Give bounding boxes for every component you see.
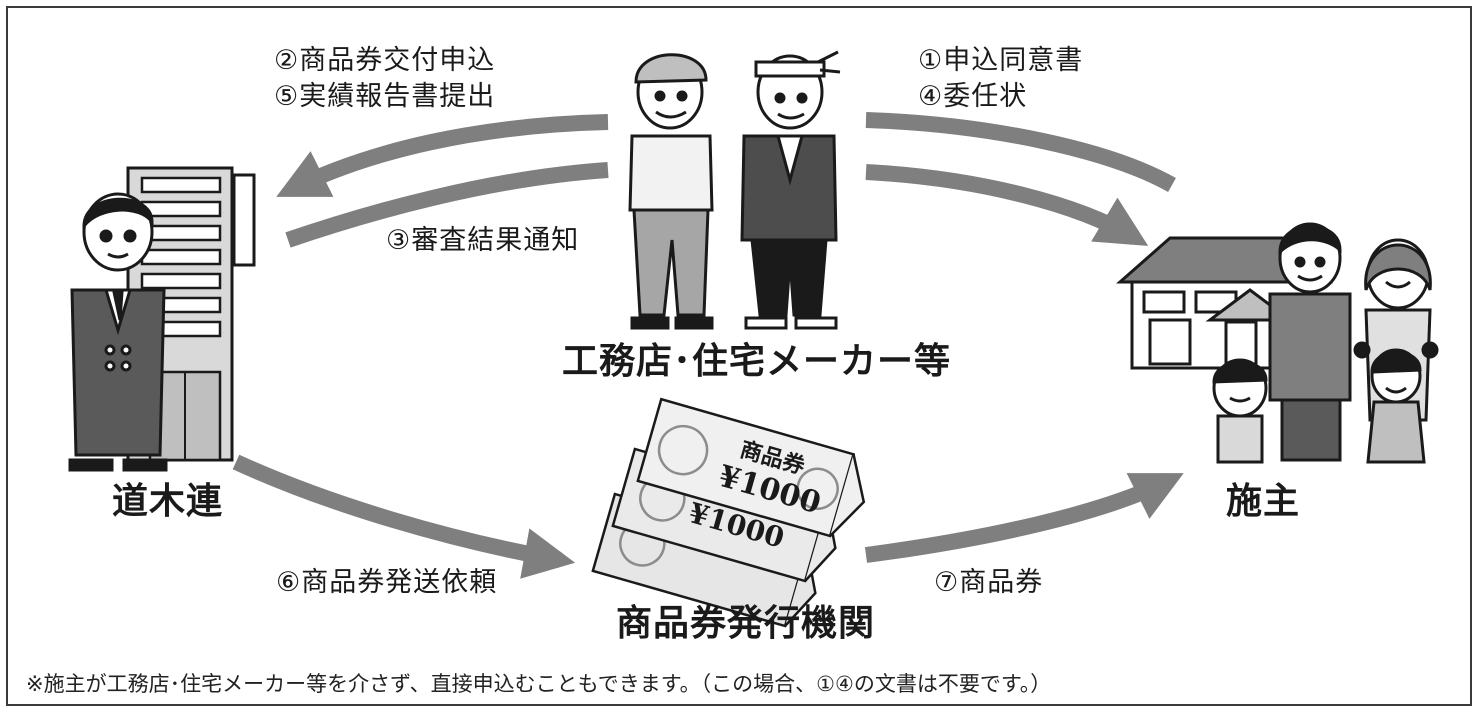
entity-owner: 施主 bbox=[1226, 481, 1301, 522]
arrow-to-owner bbox=[865, 164, 1149, 246]
workers-illustration bbox=[628, 50, 841, 330]
label-step2-voucher-application: ②商品券交付申込 bbox=[274, 45, 496, 76]
family-illustration bbox=[1212, 222, 1439, 464]
label-step7-voucher: ⑦商品券 bbox=[934, 567, 1044, 598]
label-step4-power-of-attorney: ④委任状 bbox=[918, 81, 1028, 112]
entity-association: 道木連 bbox=[112, 481, 224, 522]
label-step1-consent-form: ①申込同意書 bbox=[918, 45, 1084, 76]
label-step3-review-result: ③審査結果通知 bbox=[386, 225, 580, 256]
arrow-step2-5 bbox=[276, 114, 609, 198]
arrow-step7 bbox=[864, 472, 1184, 563]
arrow-step3 bbox=[285, 162, 609, 248]
entity-builders: 工務店･住宅メーカー等 bbox=[562, 341, 952, 382]
arrow-step6 bbox=[232, 454, 576, 579]
businessman-illustration bbox=[68, 192, 168, 472]
arrow-step1-4 bbox=[865, 112, 1176, 192]
label-step6-shipping-request: ⑥商品券発送依頼 bbox=[276, 567, 498, 598]
label-step5-report-submission: ⑤実績報告書提出 bbox=[274, 81, 496, 112]
voucher-stack-illustration: ¥1000 商品券 ¥1000 bbox=[591, 397, 866, 628]
footnote: ※施主が工務店･住宅メーカー等を介さず、直接申込むこともできます。（この場合、①… bbox=[26, 672, 1052, 696]
entity-voucher-issuer: 商品券発行機関 bbox=[616, 603, 876, 644]
